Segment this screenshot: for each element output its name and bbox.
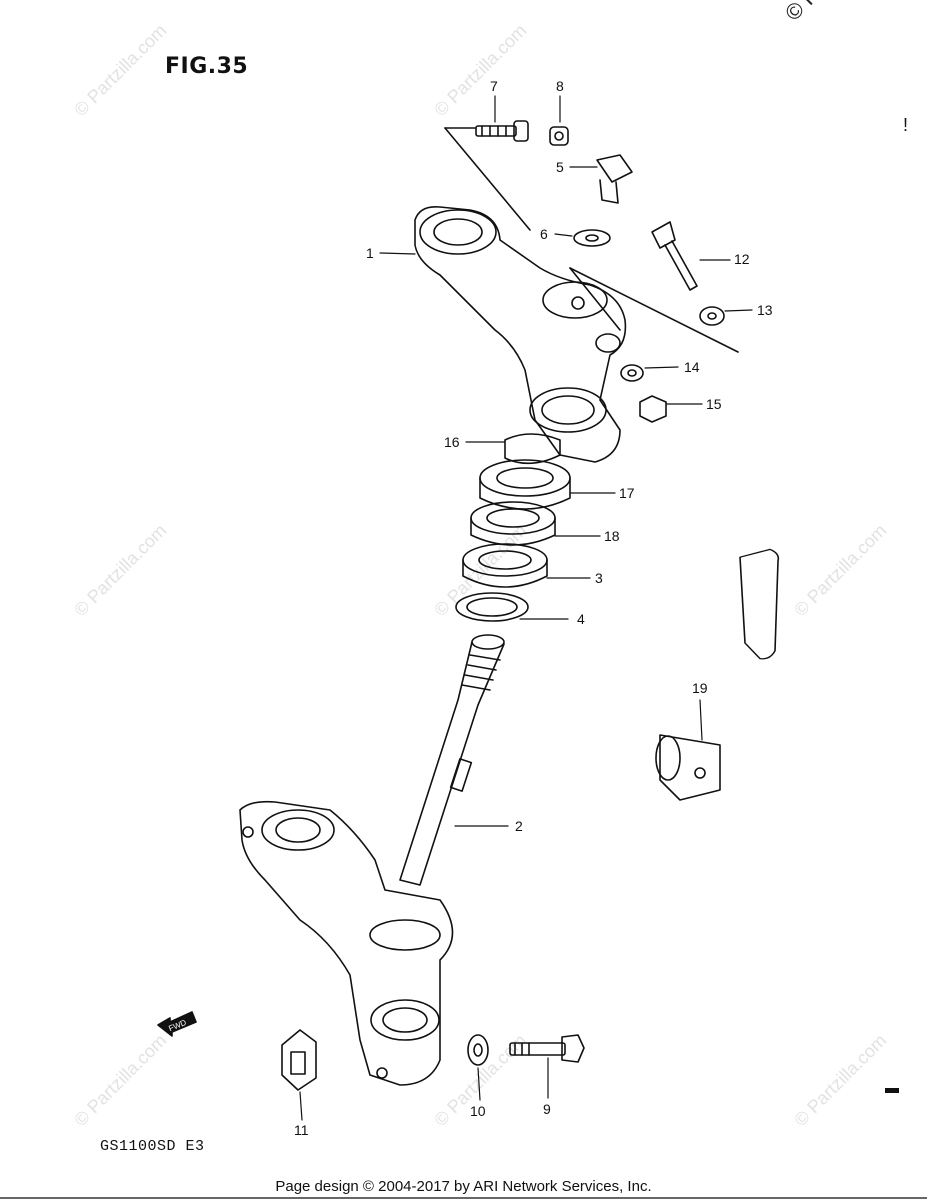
- part-17-bearing: [479, 459, 571, 510]
- callout-6: 6: [540, 226, 548, 242]
- part-13-nut: [699, 306, 725, 326]
- part-5-bolt: [596, 154, 633, 204]
- callout-8: 8: [556, 78, 564, 94]
- callout-17: 17: [619, 485, 635, 501]
- part-14-washer: [620, 364, 644, 382]
- footer-divider: [0, 1197, 927, 1199]
- part-16-nut: [504, 433, 561, 465]
- part-15-nut: [639, 395, 667, 423]
- reference-line: [444, 127, 531, 231]
- reference-line: [569, 267, 621, 331]
- callout-11: 11: [294, 1122, 309, 1138]
- edge-mark: !: [903, 115, 909, 135]
- callout-7: 7: [490, 78, 498, 94]
- part-11-clip: [281, 1029, 317, 1091]
- part-18-bearing: [470, 501, 556, 546]
- callout-18: 18: [604, 528, 620, 544]
- model-code: GS1100SD E3: [100, 1138, 205, 1155]
- part-19-switch: [655, 548, 780, 801]
- part-10-washer: [467, 1034, 489, 1066]
- fwd-arrow-icon: [157, 1011, 197, 1037]
- callout-16: 16: [444, 434, 460, 450]
- callout-15: 15: [706, 396, 722, 412]
- callout-10: 10: [470, 1103, 486, 1119]
- part-1-upper-bracket: [414, 205, 627, 463]
- callout-4: 4: [577, 611, 585, 627]
- part-8-nut: [549, 126, 569, 146]
- reference-line: [569, 267, 739, 353]
- edge-dash: [885, 1088, 899, 1093]
- part-4-seal: [455, 592, 529, 622]
- callout-14: 14: [684, 359, 700, 375]
- part-3-bearing: [462, 543, 548, 588]
- callout-19: 19: [692, 680, 708, 696]
- callout-1: 1: [366, 245, 374, 261]
- callout-3: 3: [595, 570, 603, 586]
- figure-title: FIG.35: [165, 54, 249, 79]
- callout-12: 12: [734, 251, 750, 267]
- part-7-screw: [475, 120, 529, 142]
- callout-13: 13: [757, 302, 773, 318]
- callout-5: 5: [556, 159, 564, 175]
- callout-2: 2: [515, 818, 523, 834]
- footer-copyright: Page design © 2004-2017 by ARI Network S…: [275, 1178, 652, 1195]
- callout-9: 9: [543, 1101, 551, 1117]
- part-2-steering-stem: [239, 634, 505, 1086]
- part-9-bolt: [509, 1034, 585, 1063]
- part-6-washer: [573, 229, 611, 247]
- part-12-bolt: [651, 221, 698, 291]
